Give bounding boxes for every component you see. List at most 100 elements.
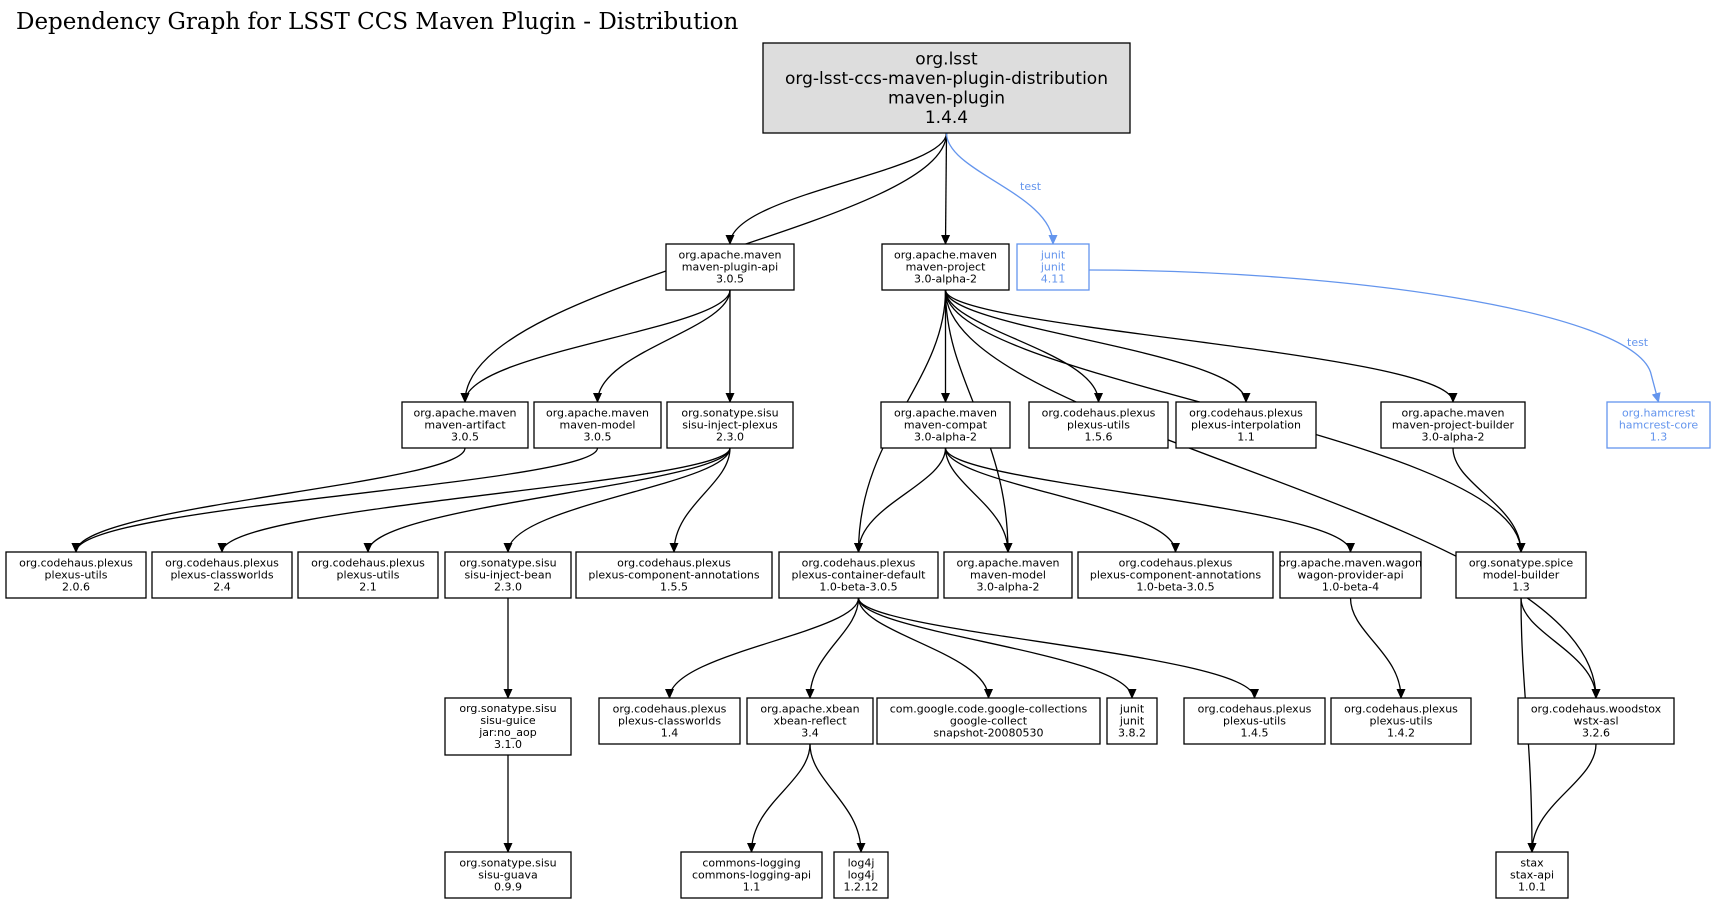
- edge-compat-to-model-alpha2: [944, 447, 1013, 553]
- node-label-line: org.apache.maven: [894, 407, 997, 420]
- edge-root-to-junit-411: [945, 132, 1058, 245]
- node-label-line: plexus-component-annotations: [588, 569, 760, 582]
- node-label-line: snapshot-20080530: [933, 727, 1043, 740]
- edge-inject-plexus-to-inject-bean: [503, 447, 731, 553]
- edge-label: test: [1627, 336, 1649, 349]
- node-root: org.lsstorg-lsst-ccs-maven-plugin-distri…: [762, 42, 1131, 134]
- node-label-line: plexus-utils: [45, 569, 108, 582]
- node-box: [1279, 551, 1422, 599]
- node-box: [943, 551, 1073, 599]
- node-label-line: 1.3: [1650, 431, 1668, 444]
- edge-root-to-plugin-api: [725, 132, 948, 245]
- node-label-line: plexus-container-default: [792, 569, 927, 582]
- node-box: [444, 851, 572, 899]
- node-box: [880, 401, 1011, 449]
- node-label-line: wstx-asl: [1573, 715, 1618, 728]
- node-label-line: 2.3.0: [716, 431, 744, 444]
- node-label-line: org.apache.maven: [894, 249, 997, 262]
- node-label-line: 1.0.1: [1518, 881, 1546, 894]
- node-box: [598, 697, 741, 745]
- node-label-line: org.codehaus.plexus: [19, 557, 133, 570]
- node-label-line: org.codehaus.plexus: [617, 557, 731, 570]
- edge-container-default-to-plexus-utils-145: [857, 597, 1259, 699]
- node-box: [680, 851, 823, 899]
- node-box: [1606, 401, 1711, 449]
- node-box: [575, 551, 773, 599]
- node-box: [1380, 401, 1526, 449]
- graph-title: Dependency Graph for LSST CCS Maven Plug…: [16, 9, 739, 35]
- edge-compat-to-container-default: [854, 447, 947, 553]
- node-label-line: 1.4.5: [1241, 727, 1269, 740]
- edge-container-default-to-google-collect: [857, 597, 993, 699]
- node-label-line: org.apache.maven: [679, 249, 782, 262]
- node-label-line: maven-model: [970, 569, 1046, 582]
- node-label-line: sisu-guava: [478, 869, 537, 882]
- nodes-layer: org.lsstorg-lsst-ccs-maven-plugin-distri…: [5, 42, 1711, 899]
- node-label-line: org.codehaus.plexus: [613, 703, 727, 716]
- node-box: [1330, 697, 1472, 745]
- node-box: [5, 551, 147, 599]
- node-label-line: stax: [1520, 857, 1544, 870]
- node-label-line: org.apache.xbean: [760, 703, 859, 716]
- node-label-line: plexus-utils: [337, 569, 400, 582]
- node-label-line: model-builder: [1483, 569, 1560, 582]
- node-box: [665, 243, 795, 291]
- node-label-line: google-collect: [950, 715, 1028, 728]
- node-label-line: 1.1: [1237, 431, 1255, 444]
- edge-inject-plexus-to-classworlds-24: [217, 447, 731, 553]
- node-box: [444, 551, 572, 599]
- edge-compat-to-wagon: [944, 447, 1355, 553]
- edge-plugin-api-to-artifact: [460, 289, 731, 403]
- node-label-line: 1.0-beta-3.0.5: [1136, 581, 1214, 594]
- node-label-line: org.sonatype.sisu: [681, 407, 778, 420]
- node-label-line: maven-project: [906, 261, 987, 274]
- node-sisu-guice: org.sonatype.sisusisu-guicejar:no_aop3.1…: [444, 697, 572, 756]
- node-label-line: junit: [1040, 249, 1066, 262]
- edge-junit-411-to-hamcrest: [1088, 269, 1661, 403]
- node-label-line: org.codehaus.plexus: [1198, 703, 1312, 716]
- node-label-line: 3.1.0: [494, 738, 522, 751]
- edge-maven-project-to-wstx: [944, 289, 1601, 699]
- node-interpolation: org.codehaus.plexusplexus-interpolation1…: [1175, 401, 1317, 449]
- node-label-line: org.sonatype.sisu: [459, 702, 556, 715]
- node-label-line: 3.2.6: [1582, 727, 1610, 740]
- node-label-line: plexus-component-annotations: [1090, 569, 1262, 582]
- node-label-line: org.codehaus.plexus: [802, 557, 916, 570]
- node-label-line: 3.0-alpha-2: [1422, 431, 1485, 444]
- node-box: [444, 697, 572, 756]
- node-label-line: maven-artifact: [424, 419, 506, 432]
- node-label-line: 2.4: [213, 581, 231, 594]
- edge-container-default-to-xbean: [805, 597, 860, 699]
- node-wagon: org.apache.maven.wagonwagon-provider-api…: [1279, 551, 1422, 599]
- node-label-line: 1.2.12: [844, 881, 879, 894]
- node-label-line: 1.3: [1512, 581, 1530, 594]
- node-box: [1028, 401, 1169, 449]
- node-label-line: plexus-interpolation: [1191, 419, 1301, 432]
- node-label-line: 2.1: [359, 581, 377, 594]
- node-label-line: org.codehaus.woodstox: [1531, 703, 1662, 716]
- node-label-line: log4j: [848, 857, 875, 870]
- node-label-line: 4.11: [1041, 273, 1066, 286]
- node-label-line: org-lsst-ccs-maven-plugin-distribution: [785, 69, 1108, 89]
- edge-root-to-maven-project: [941, 132, 951, 245]
- node-label-line: 2.3.0: [494, 581, 522, 594]
- node-label-line: maven-project-builder: [1392, 419, 1515, 432]
- edge-container-default-to-junit-382: [857, 597, 1137, 699]
- node-label-line: org.apache.maven: [546, 407, 649, 420]
- node-label-line: 3.4: [801, 727, 819, 740]
- node-label-line: 1.4: [661, 727, 679, 740]
- node-box: [876, 697, 1101, 745]
- node-annotations-beta: org.codehaus.plexusplexus-component-anno…: [1077, 551, 1274, 599]
- node-label-line: xbean-reflect: [773, 715, 847, 728]
